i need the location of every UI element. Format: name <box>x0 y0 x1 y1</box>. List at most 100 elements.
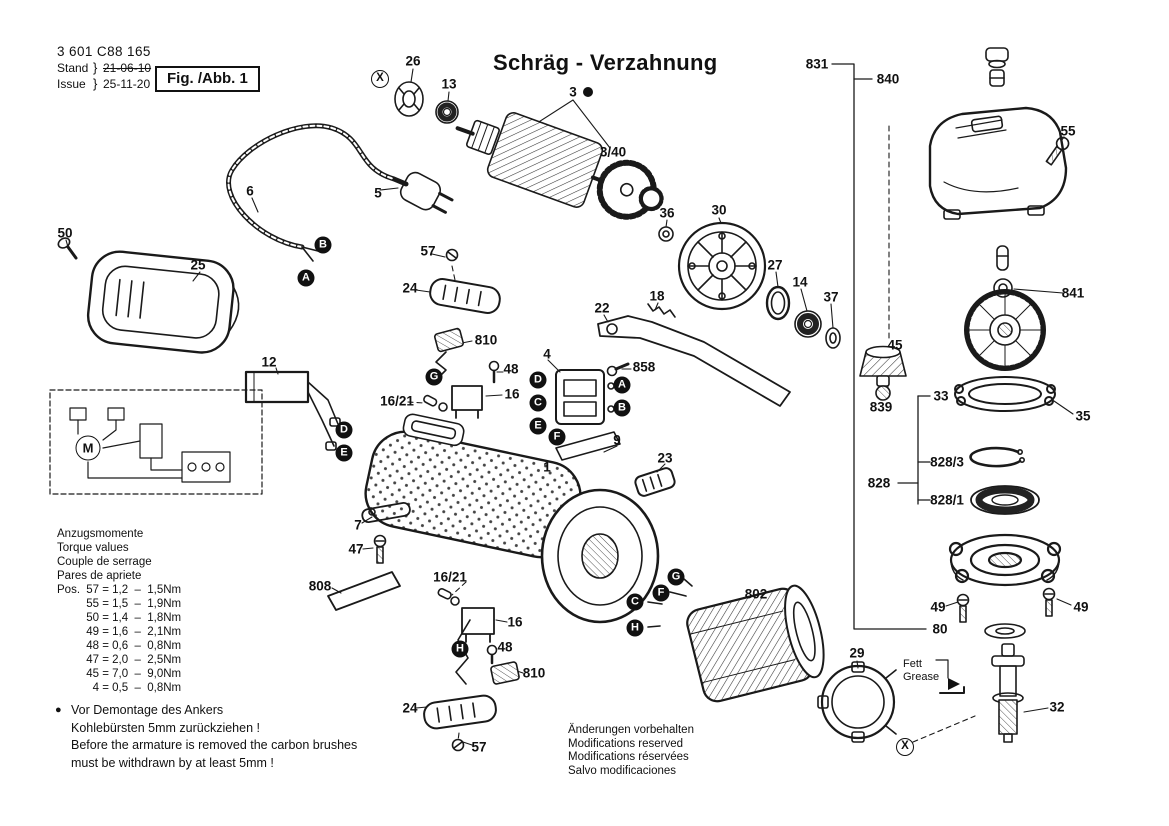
callout-22-18: 22 <box>594 300 610 316</box>
callout-48-23: 48 <box>503 361 519 377</box>
gear-head-parts-drawing <box>928 47 1070 639</box>
callout-16-21-24: 16/21 <box>380 393 414 409</box>
ring-parts-drawing <box>765 285 841 349</box>
warning-line: Before the armature is removed the carbo… <box>71 738 358 752</box>
spindle-drawing <box>991 643 1025 743</box>
issue-row: Issue } 25-11-20 <box>57 76 151 91</box>
grease-line: Fett <box>903 658 922 670</box>
torque-row: 50 = 1,4 – 1,8Nm <box>86 612 182 624</box>
brush-cap-top-drawing <box>429 278 501 314</box>
stand-value: 21-06-10 <box>103 60 152 75</box>
callout-828-1-33: 828/1 <box>930 492 964 508</box>
callout-32-52: 32 <box>1049 699 1065 715</box>
torque-row: 45 = 7,0 – 9,0Nm <box>86 668 182 680</box>
grease-arrow <box>935 659 965 694</box>
warning-bullet: ● <box>55 704 62 716</box>
part-number: 3 601 C88 165 <box>57 44 151 59</box>
modifications-line: Salvo modificaciones <box>568 764 677 777</box>
brush-cap-bottom-drawing <box>423 694 497 730</box>
callout-858-27: 858 <box>632 359 656 375</box>
bearing-bracket-drawing <box>817 661 897 743</box>
callout-47-39: 47 <box>348 541 364 557</box>
callout-16-42: 16 <box>507 614 523 630</box>
switch-block-drawing <box>555 369 615 425</box>
switch-parts-top-drawing <box>423 360 500 419</box>
screw-50-drawing <box>57 237 78 260</box>
motor-housing-drawing <box>364 413 660 624</box>
dashed-lines <box>407 125 976 743</box>
callout-57-13: 57 <box>420 243 436 259</box>
callout-1-37: 1 <box>543 459 551 475</box>
callout-d-56: D <box>529 371 547 389</box>
callout-h-67: H <box>626 619 644 637</box>
callout-5-7: 5 <box>374 185 382 201</box>
issue-brace: } <box>93 76 98 91</box>
torque-row: 47 = 2,0 – 2,5Nm <box>86 654 182 666</box>
torque-row: 48 = 0,6 – 0,8Nm <box>86 640 182 652</box>
torque-row: 49 = 1,6 – 2,1Nm <box>86 626 182 638</box>
callout-33-29: 33 <box>933 388 949 404</box>
torque-heading: Couple de serrage <box>57 556 152 568</box>
callout-80-46: 80 <box>932 621 948 637</box>
callout-f-65: F <box>652 584 670 602</box>
stand-brace: } <box>93 60 98 75</box>
callout-45-20: 45 <box>887 337 903 353</box>
callout-4-26: 4 <box>543 346 551 362</box>
callout-16-25: 16 <box>504 386 520 402</box>
pinion-drawing <box>859 345 907 401</box>
callout-24-14: 24 <box>402 280 418 296</box>
callout-840-5: 840 <box>876 71 900 87</box>
callout-3-40-3: 3/40 <box>599 144 627 160</box>
callout-49-44: 49 <box>930 599 946 615</box>
callout-6-8: 6 <box>246 183 254 199</box>
callout-14-16: 14 <box>792 274 808 290</box>
warning-line: ●Vor Demontage des Ankers <box>55 702 357 720</box>
warning-line: Kohlebürsten 5mm zurückziehen ! <box>71 720 260 735</box>
warning-line: must be withdrawn by at least 5mm ! <box>71 755 274 770</box>
modifications-line: Änderungen vorbehalten <box>568 724 694 736</box>
modifications-line: Modifications reserved <box>568 737 684 750</box>
stand-row: Stand } 21-06-10 <box>57 60 151 75</box>
callout-36-9: 36 <box>659 205 675 221</box>
washer-36-drawing <box>658 226 674 242</box>
armature-note-dot <box>583 87 593 97</box>
housing-cover-drawing <box>86 250 240 354</box>
callout-b-53: B <box>314 236 332 254</box>
callout-839-28: 839 <box>869 399 893 415</box>
switch-parts-bottom-drawing <box>437 587 520 685</box>
callout-57-50: 57 <box>471 739 487 755</box>
callout-24-49: 24 <box>402 700 418 716</box>
power-cord-drawing <box>226 123 454 262</box>
callout-49-45: 49 <box>1073 599 1089 615</box>
grease-line: Grease <box>903 671 940 683</box>
callout-810-22: 810 <box>474 332 498 348</box>
torque-row: 55 = 1,5 – 1,9Nm <box>86 598 182 610</box>
callout-30-10: 30 <box>711 202 727 218</box>
screw-49-right-drawing <box>1042 587 1056 617</box>
callout-50-11: 50 <box>57 225 73 241</box>
callout-3-2: 3 <box>569 84 577 100</box>
callout-35-30: 35 <box>1075 408 1091 424</box>
callout-e-58: E <box>529 417 547 435</box>
stator-drawing <box>686 584 825 703</box>
screw-57-bottom-drawing <box>451 738 465 752</box>
callout-c-57: C <box>529 394 547 412</box>
plate-drawing <box>361 501 411 524</box>
screw-57-top-drawing <box>445 248 459 262</box>
callout-802-43: 802 <box>744 586 768 602</box>
torque-row: Pos.57 = 1,2 – 1,5Nm <box>57 584 182 596</box>
callout-x-69: X <box>371 70 389 88</box>
cover-strip-drawing <box>555 431 621 461</box>
header-block: 3 601 C88 165 Stand } 21-06-10 Issue } 2… <box>57 44 151 91</box>
callout-18-17: 18 <box>649 288 665 304</box>
callout-a-60: A <box>613 376 631 394</box>
